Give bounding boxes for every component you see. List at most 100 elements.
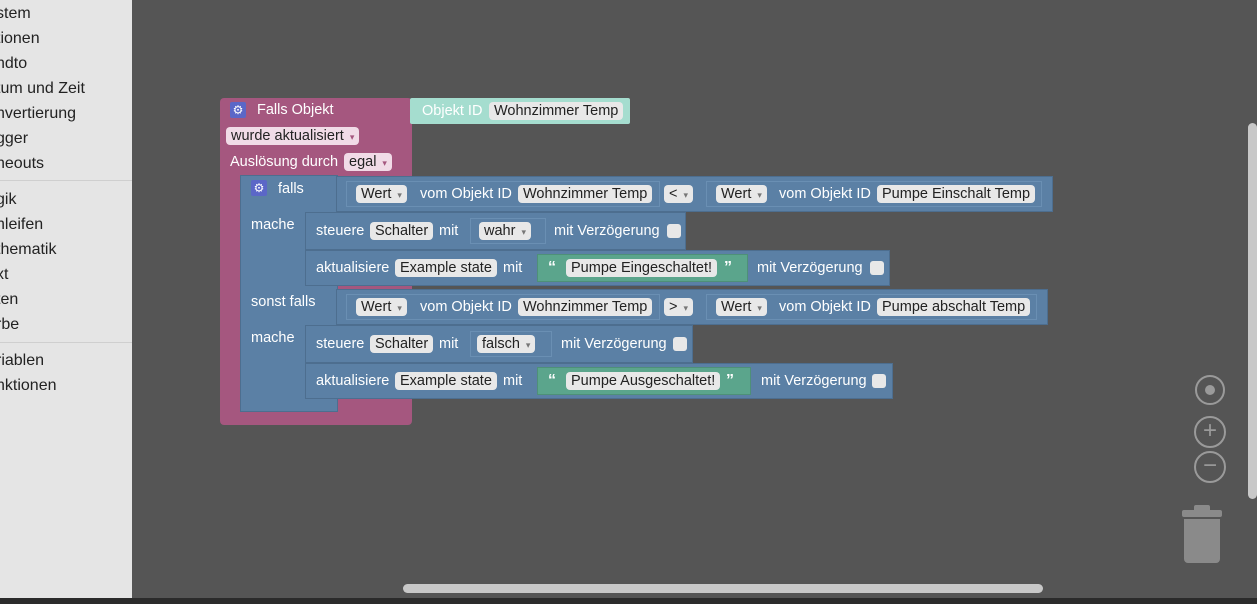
attribute-dropdown[interactable]: Wert▾ — [716, 298, 767, 316]
object-id-field[interactable]: Schalter — [370, 222, 434, 240]
category-actions[interactable]: tionen — [0, 30, 40, 47]
object-id-label: vom Objekt ID — [420, 186, 512, 202]
control-label: steuere — [316, 336, 365, 352]
chevron-down-icon: ▾ — [349, 132, 355, 142]
category-colour[interactable]: rbe — [0, 316, 20, 333]
category-sendto[interactable]: ndto — [0, 55, 28, 72]
trigger-dropdown[interactable]: egal ▾ — [344, 153, 392, 171]
attribute-dropdown[interactable]: Wert ▾ — [716, 185, 767, 203]
category-lists[interactable]: ten — [0, 291, 19, 308]
object-id-field[interactable]: Pumpe abschalt Temp — [877, 298, 1031, 316]
bottom-border — [0, 598, 1257, 604]
category-system[interactable]: stem — [0, 5, 31, 22]
object-id-field[interactable]: Example state — [395, 372, 497, 390]
trigger-title: Falls Objekt — [257, 102, 334, 118]
trash-lid-handle — [1194, 505, 1210, 510]
object-id-label: vom Objekt ID — [779, 186, 871, 202]
event-value: wurde aktualisiert — [231, 128, 344, 144]
object-id-field[interactable]: Wohnzimmer Temp — [518, 298, 653, 316]
quote-open-icon: “ — [548, 372, 556, 389]
category-logic[interactable]: gik — [0, 191, 17, 208]
boolean-value: falsch — [482, 336, 520, 352]
object-id-field[interactable]: Example state — [395, 259, 497, 277]
object-id-label: vom Objekt ID — [779, 299, 871, 315]
recenter-icon[interactable] — [1195, 375, 1225, 405]
do-label: mache — [251, 217, 295, 233]
object-id-field[interactable]: Schalter — [370, 335, 434, 353]
gear-icon[interactable]: ⚙ — [251, 180, 267, 196]
chevron-down-icon: ▾ — [683, 190, 688, 200]
event-dropdown[interactable]: wurde aktualisiert ▾ — [226, 127, 360, 145]
boolean-dropdown[interactable]: falsch ▾ — [477, 335, 536, 353]
operator-value: < — [669, 186, 678, 202]
operator-dropdown[interactable]: >▾ — [664, 298, 693, 316]
attribute-dropdown[interactable]: Wert ▾ — [356, 185, 407, 203]
with-label: mit — [503, 373, 523, 389]
attribute-value: Wert — [721, 186, 752, 202]
attribute-value: Wert — [361, 299, 392, 315]
category-text[interactable]: xt — [0, 266, 9, 283]
chevron-down-icon: ▾ — [382, 158, 387, 168]
delay-label: mit Verzögerung — [761, 373, 867, 389]
category-loops[interactable]: hleifen — [0, 216, 44, 233]
do-label: mache — [251, 330, 295, 346]
object-id-field[interactable]: Pumpe Einschalt Temp — [877, 185, 1036, 203]
category-trigger[interactable]: gger — [0, 130, 29, 147]
category-variables[interactable]: riablen — [0, 352, 45, 369]
chevron-down-icon: ▾ — [397, 303, 402, 313]
attribute-value: Wert — [361, 186, 392, 202]
zoom-in-icon[interactable]: + — [1194, 416, 1226, 448]
operator-dropdown[interactable]: <▾ — [664, 185, 693, 203]
category-math[interactable]: thematik — [0, 241, 57, 258]
attribute-value: Wert — [721, 299, 752, 315]
if-label: falls — [278, 181, 304, 197]
text-field[interactable]: Pumpe Eingeschaltet! — [566, 259, 718, 277]
category-date-time[interactable]: tum und Zeit — [0, 80, 85, 97]
category-conversion[interactable]: nvertierung — [0, 105, 77, 122]
object-id-field[interactable]: Wohnzimmer Temp — [518, 185, 653, 203]
delay-checkbox[interactable] — [872, 374, 886, 388]
delay-label: mit Verzögerung — [561, 336, 667, 352]
object-id-label: vom Objekt ID — [420, 299, 512, 315]
zoom-out-icon[interactable]: − — [1194, 451, 1226, 483]
object-id-field[interactable]: Wohnzimmer Temp — [489, 102, 624, 120]
chevron-down-icon: ▾ — [757, 190, 762, 200]
horizontal-scrollbar[interactable] — [403, 584, 1043, 593]
trash-icon[interactable] — [1180, 505, 1224, 565]
operator-value: > — [669, 299, 678, 315]
delay-checkbox[interactable] — [673, 337, 687, 351]
with-label: mit — [439, 336, 459, 352]
chevron-down-icon: ▾ — [521, 227, 526, 237]
delay-label: mit Verzögerung — [554, 223, 660, 239]
category-functions[interactable]: nktionen — [0, 377, 57, 394]
vertical-scrollbar[interactable] — [1248, 123, 1257, 499]
chevron-down-icon: ▾ — [525, 340, 531, 350]
quote-open-icon: “ — [548, 259, 556, 276]
boolean-dropdown[interactable]: wahr ▾ — [479, 222, 531, 240]
update-label: aktualisiere — [316, 373, 390, 389]
delay-checkbox[interactable] — [870, 261, 884, 275]
update-label: aktualisiere — [316, 260, 390, 276]
chevron-down-icon: ▾ — [683, 303, 688, 313]
trigger-value: egal — [349, 154, 377, 170]
boolean-value: wahr — [484, 223, 516, 239]
delay-label: mit Verzögerung — [757, 260, 863, 276]
category-timeouts[interactable]: neouts — [0, 155, 45, 172]
elseif-label: sonst falls — [251, 294, 316, 310]
quote-close-icon: ” — [726, 372, 734, 389]
with-label: mit — [439, 223, 459, 239]
chevron-down-icon: ▾ — [397, 190, 402, 200]
attribute-dropdown[interactable]: Wert ▾ — [356, 298, 407, 316]
text-field[interactable]: Pumpe Ausgeschaltet! — [566, 372, 721, 390]
quote-close-icon: ” — [724, 259, 732, 276]
toolbox-sidebar: stem tionen ndto tum und Zeit nvertierun… — [0, 0, 132, 598]
with-label: mit — [503, 260, 523, 276]
control-label: steuere — [316, 223, 365, 239]
gear-icon[interactable]: ⚙ — [230, 102, 246, 118]
trash-lid — [1182, 510, 1222, 517]
delay-checkbox[interactable] — [667, 224, 681, 238]
trigger-block-spine — [220, 175, 240, 176]
sidebar-separator — [0, 342, 132, 343]
sidebar-separator — [0, 180, 132, 181]
trash-body — [1184, 519, 1220, 563]
